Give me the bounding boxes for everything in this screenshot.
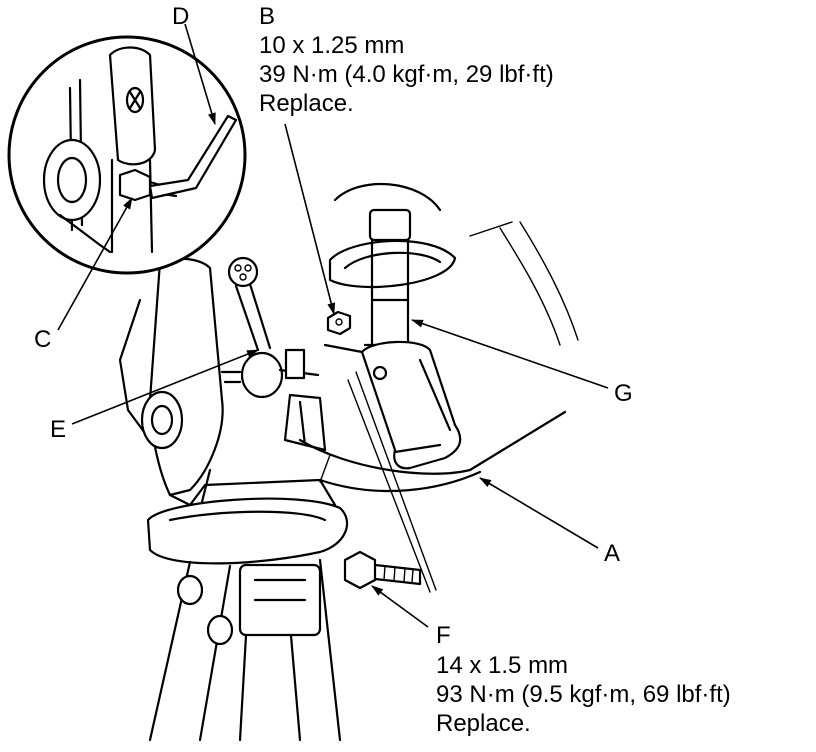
label-b: B: [259, 3, 276, 30]
spec-b-size: 10 x 1.25 mm: [259, 32, 405, 59]
label-f: F: [436, 622, 451, 649]
hex-wrench-d: [148, 114, 238, 200]
label-c: C: [34, 326, 52, 353]
label-g: G: [614, 380, 633, 407]
label-d: D: [172, 3, 190, 30]
leader-lines: [57, 23, 609, 628]
spec-f-size: 14 x 1.5 mm: [436, 652, 569, 679]
body-panel: [469, 221, 579, 346]
stabilizer-bar: [283, 393, 327, 452]
detail-inset: [7, 35, 247, 275]
label-e: E: [50, 416, 67, 443]
label-a: A: [604, 540, 621, 567]
knuckle: [118, 257, 224, 512]
flange-bolt-f: [343, 550, 422, 590]
lower-arm: [298, 410, 567, 493]
strut-damper: [328, 182, 457, 347]
spec-b-torque: 39 N·m (4.0 kgf·m, 29 lbf·ft): [259, 61, 554, 88]
spec-f-note: Replace.: [436, 710, 531, 737]
spec-b: 10 x 1.25 mm 39 N·m (4.0 kgf·m, 29 lbf·f…: [259, 31, 554, 118]
spec-f-torque: 93 N·m (9.5 kgf·m, 69 lbf·ft): [436, 681, 731, 708]
stabilizer-link: [220, 256, 320, 399]
spec-b-note: Replace.: [259, 90, 354, 117]
strut-bracket: [323, 340, 462, 470]
lower-mount: [146, 478, 349, 742]
flange-nut-b: [326, 310, 352, 336]
spec-f: 14 x 1.5 mm 93 N·m (9.5 kgf·m, 69 lbf·ft…: [436, 651, 731, 738]
